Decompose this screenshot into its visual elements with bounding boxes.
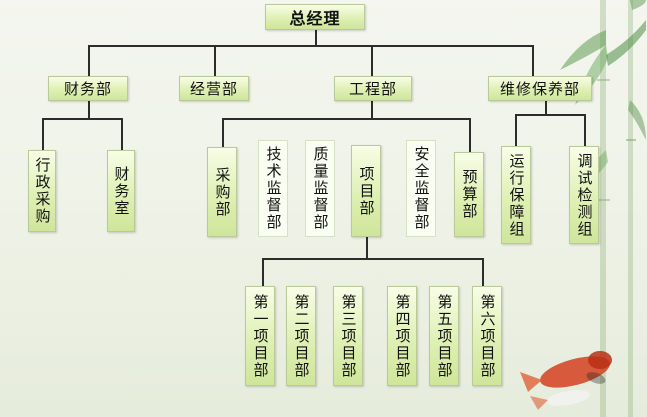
node-label: 财务室 <box>112 165 131 217</box>
node-label: 财务部 <box>63 80 112 98</box>
node-label: 总经理 <box>289 9 341 28</box>
node-label: 安全监督部 <box>412 146 431 231</box>
node-label: 运行保障组 <box>507 152 526 238</box>
node-admin-purchasing: 行政采购 <box>28 150 56 232</box>
node-label: 质量监督部 <box>311 146 330 231</box>
node-project-unit-6: 第六项目部 <box>472 286 502 386</box>
node-purchasing-dept: 采购部 <box>207 147 237 237</box>
node-quality-supervision-dept: 质量监督部 <box>305 140 335 237</box>
node-budget-dept: 预算部 <box>454 152 484 237</box>
node-business-dept: 经营部 <box>179 76 249 101</box>
node-label: 第一项目部 <box>251 293 270 379</box>
node-project-unit-1: 第一项目部 <box>245 286 275 386</box>
koi-fish-image <box>520 351 612 410</box>
node-label: 第六项目部 <box>478 293 497 379</box>
node-project-unit-3: 第三项目部 <box>333 286 363 386</box>
node-project-unit-4: 第四项目部 <box>387 286 417 386</box>
node-safety-supervision-dept: 安全监督部 <box>406 140 436 237</box>
node-tech-supervision-dept: 技术监督部 <box>258 140 288 237</box>
node-label: 第三项目部 <box>339 293 358 379</box>
node-project-dept: 项目部 <box>351 145 381 237</box>
node-label: 调试检测组 <box>575 152 594 238</box>
node-finance-dept: 财务部 <box>48 76 128 101</box>
node-label: 第四项目部 <box>393 293 412 379</box>
node-label: 经营部 <box>189 80 238 98</box>
node-label: 预算部 <box>460 169 479 220</box>
node-engineering-dept: 工程部 <box>334 76 412 101</box>
node-label: 维修保养部 <box>499 80 580 98</box>
node-project-unit-2: 第二项目部 <box>286 286 316 386</box>
node-label: 工程部 <box>348 80 397 98</box>
node-finance-office: 财务室 <box>107 150 135 232</box>
node-label: 第五项目部 <box>435 293 454 379</box>
node-label: 第二项目部 <box>292 293 311 379</box>
node-label: 项目部 <box>357 165 376 217</box>
node-general-manager: 总经理 <box>265 4 365 30</box>
node-label: 采购部 <box>213 166 232 218</box>
node-label: 行政采购 <box>33 157 52 225</box>
node-testing-inspection-group: 调试检测组 <box>569 146 599 244</box>
node-project-unit-5: 第五项目部 <box>429 286 459 386</box>
node-operations-support-group: 运行保障组 <box>501 146 531 244</box>
node-label: 技术监督部 <box>264 146 283 231</box>
node-maintenance-dept: 维修保养部 <box>488 76 592 101</box>
